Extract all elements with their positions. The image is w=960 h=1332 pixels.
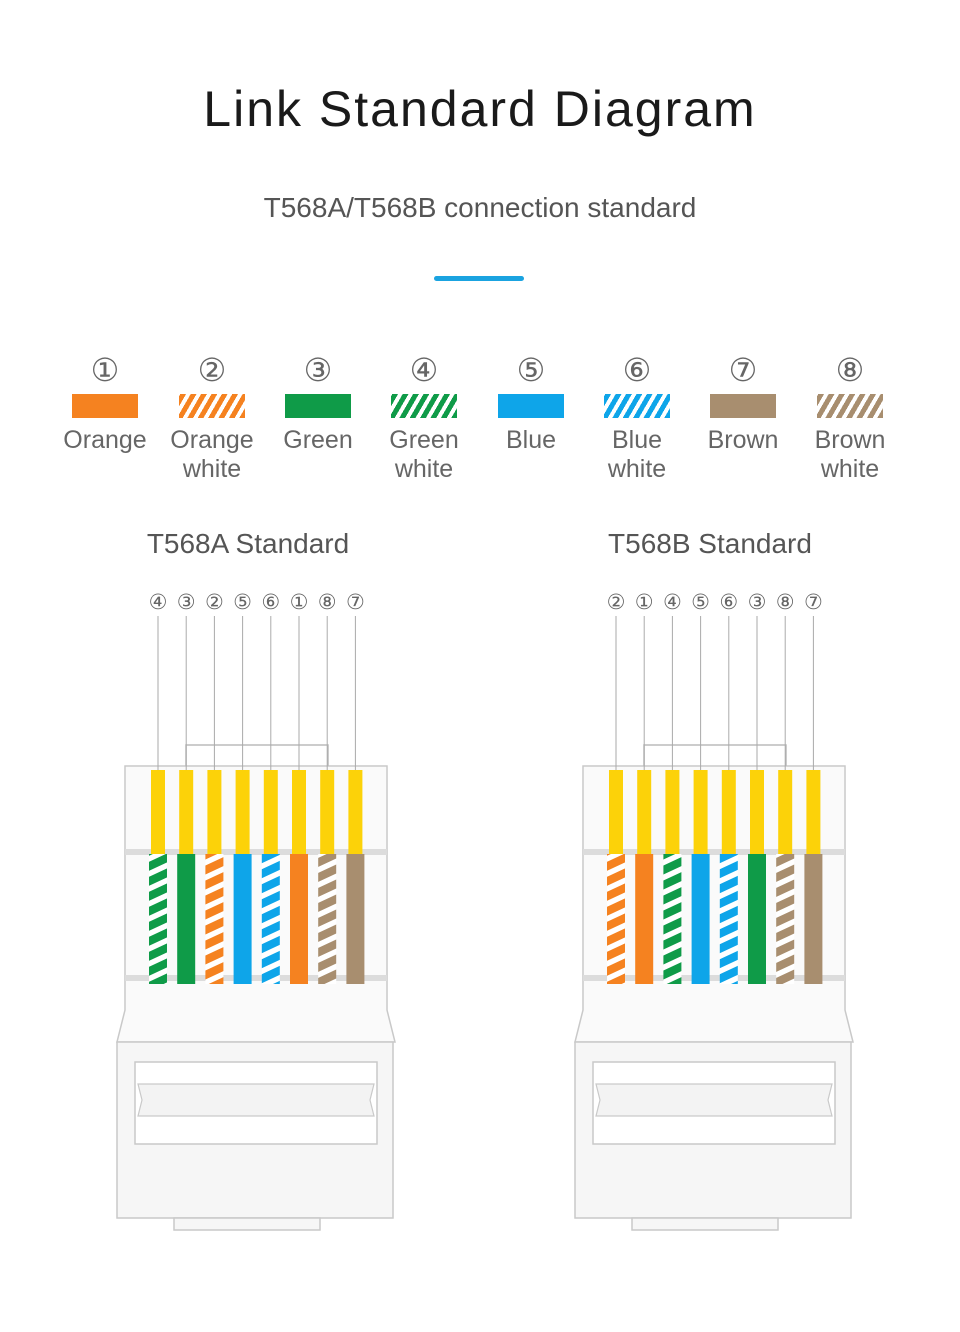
wire-green-white xyxy=(663,854,682,984)
pin-label: ② xyxy=(205,590,224,614)
legend-number: ③ xyxy=(303,351,333,389)
legend-number: ① xyxy=(90,351,120,389)
pin-label: ⑤ xyxy=(233,590,252,614)
pin-label: ① xyxy=(635,590,654,614)
t568a-title: T568A Standard xyxy=(146,528,350,559)
legend-swatch xyxy=(179,394,245,418)
legend-swatch xyxy=(604,394,670,418)
pin-label: ⑦ xyxy=(804,590,823,614)
legend-label: Brown white xyxy=(814,426,886,483)
pin-label: ② xyxy=(607,590,626,614)
pin-contact xyxy=(609,770,623,854)
pin-contact xyxy=(778,770,793,854)
wire-brown-white xyxy=(776,854,795,984)
pin-contact xyxy=(637,770,652,854)
pin-label: ⑦ xyxy=(346,590,365,614)
legend-item: ⑤ Blue xyxy=(476,350,586,455)
legend-number: ⑥ xyxy=(622,351,652,389)
plug-latch-slot xyxy=(137,1083,375,1117)
pin-label: ① xyxy=(290,590,309,614)
legend-item: ② Orange white xyxy=(157,350,267,484)
wire-green xyxy=(748,854,766,984)
legend-item: ③ Green xyxy=(263,350,373,455)
legend-swatch xyxy=(710,394,776,418)
legend-label: Brown xyxy=(707,426,779,454)
pin-contact xyxy=(665,770,680,854)
plug-latch-slot xyxy=(595,1083,833,1117)
legend-number: ⑧ xyxy=(835,351,865,389)
pin-contact xyxy=(151,770,165,854)
pin-label: ③ xyxy=(177,590,196,614)
wire-brown xyxy=(804,854,823,984)
page-title: Link Standard Diagram xyxy=(203,81,757,137)
t568b-title: T568B Standard xyxy=(608,528,812,559)
wire-orange xyxy=(635,854,654,984)
pin-contact xyxy=(179,770,194,854)
plug-base xyxy=(173,1217,321,1231)
pin-label: ⑧ xyxy=(776,590,795,614)
pin-label: ⑧ xyxy=(318,590,337,614)
wire-green-white xyxy=(149,854,167,984)
pin-contact xyxy=(721,770,736,854)
pin-contact xyxy=(693,770,708,854)
pin-contact xyxy=(348,770,363,854)
pin-contact xyxy=(292,770,306,854)
legend-label: Blue xyxy=(505,426,557,454)
pin-contact xyxy=(263,770,278,854)
pin-label: ⑥ xyxy=(719,590,738,614)
pin-label: ④ xyxy=(663,590,682,614)
pin-label: ④ xyxy=(149,590,168,614)
pin-contact xyxy=(750,770,764,854)
wire-blue-white xyxy=(719,854,738,984)
wire-orange-white xyxy=(205,854,224,984)
wire-brown-white xyxy=(318,854,337,984)
wire-brown xyxy=(346,854,365,984)
legend-label: Green white xyxy=(389,426,459,483)
wire-blue-white xyxy=(261,854,280,984)
legend-number: ④ xyxy=(409,351,439,389)
pin-contact xyxy=(320,770,335,854)
wire-green xyxy=(177,854,196,984)
plug-base xyxy=(631,1217,779,1231)
legend-label: Green xyxy=(283,426,353,454)
pin-label: ⑥ xyxy=(261,590,280,614)
pin-label: ⑤ xyxy=(691,590,710,614)
legend-item: ① Orange xyxy=(50,350,160,455)
wire-blue xyxy=(691,854,710,984)
pin-bracket xyxy=(185,744,329,766)
legend-number: ⑦ xyxy=(728,351,758,389)
pin-contact xyxy=(806,770,821,854)
pin-contact xyxy=(207,770,222,854)
legend-label: Orange white xyxy=(170,426,254,483)
legend-swatch xyxy=(817,394,883,418)
legend-swatch xyxy=(72,394,138,418)
accent-divider xyxy=(434,276,524,281)
legend-item: ⑥ Blue white xyxy=(582,350,692,484)
legend-swatch xyxy=(498,394,564,418)
wire-orange xyxy=(290,854,308,984)
legend-label: Blue white xyxy=(607,426,667,483)
legend-item: ④ Green white xyxy=(369,350,479,484)
legend-number: ⑤ xyxy=(516,351,546,389)
page-subtitle: T568A/T568B connection standard xyxy=(263,192,697,223)
legend-number: ② xyxy=(197,351,227,389)
legend-item: ⑧ Brown white xyxy=(795,350,905,484)
pin-contact xyxy=(235,770,250,854)
legend-label: Orange xyxy=(63,426,147,454)
pin-bracket xyxy=(643,744,787,766)
legend-swatch xyxy=(285,394,351,418)
legend-item: ⑦ Brown xyxy=(688,350,798,455)
pin-label: ③ xyxy=(748,590,767,614)
legend-swatch xyxy=(391,394,457,418)
wire-blue xyxy=(233,854,252,984)
wire-orange-white xyxy=(607,854,625,984)
